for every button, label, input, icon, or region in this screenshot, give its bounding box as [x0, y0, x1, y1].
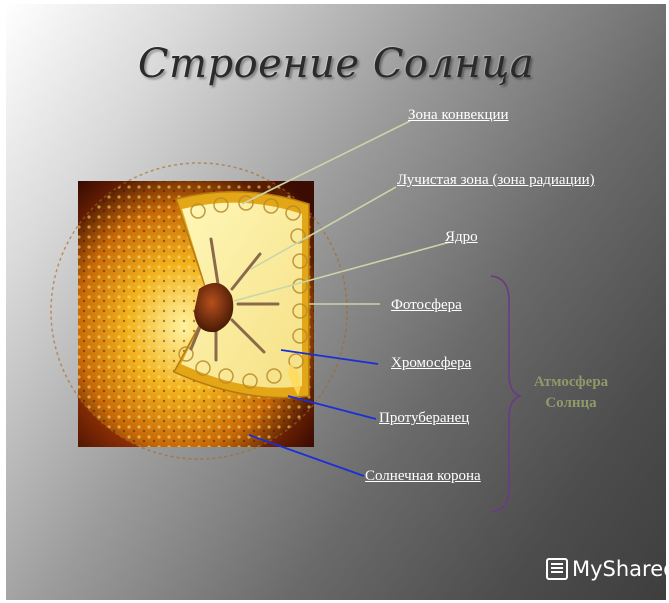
- label-radiative-zone[interactable]: Лучистая зона (зона радиации): [397, 172, 595, 189]
- sun-diagram: [6, 4, 666, 600]
- atmosphere-label-line1: Атмосфера: [516, 372, 626, 393]
- watermark-text: MyShared: [572, 557, 666, 581]
- label-chromosphere[interactable]: Хромосфера: [391, 355, 471, 372]
- atmosphere-label: Атмосфера Солнца: [516, 372, 626, 414]
- slide: Строение Солнца: [6, 4, 666, 600]
- atmosphere-label-line2: Солнца: [516, 393, 626, 414]
- presentation-icon: [546, 558, 568, 580]
- label-solar-corona[interactable]: Солнечная корона: [365, 468, 481, 485]
- label-core[interactable]: Ядро: [445, 229, 478, 246]
- label-convection-zone[interactable]: Зона конвекции: [408, 107, 509, 124]
- watermark: MyShared: [546, 557, 666, 581]
- label-photosphere[interactable]: Фотосфера: [391, 297, 462, 314]
- label-prominence[interactable]: Протуберанец: [379, 410, 469, 427]
